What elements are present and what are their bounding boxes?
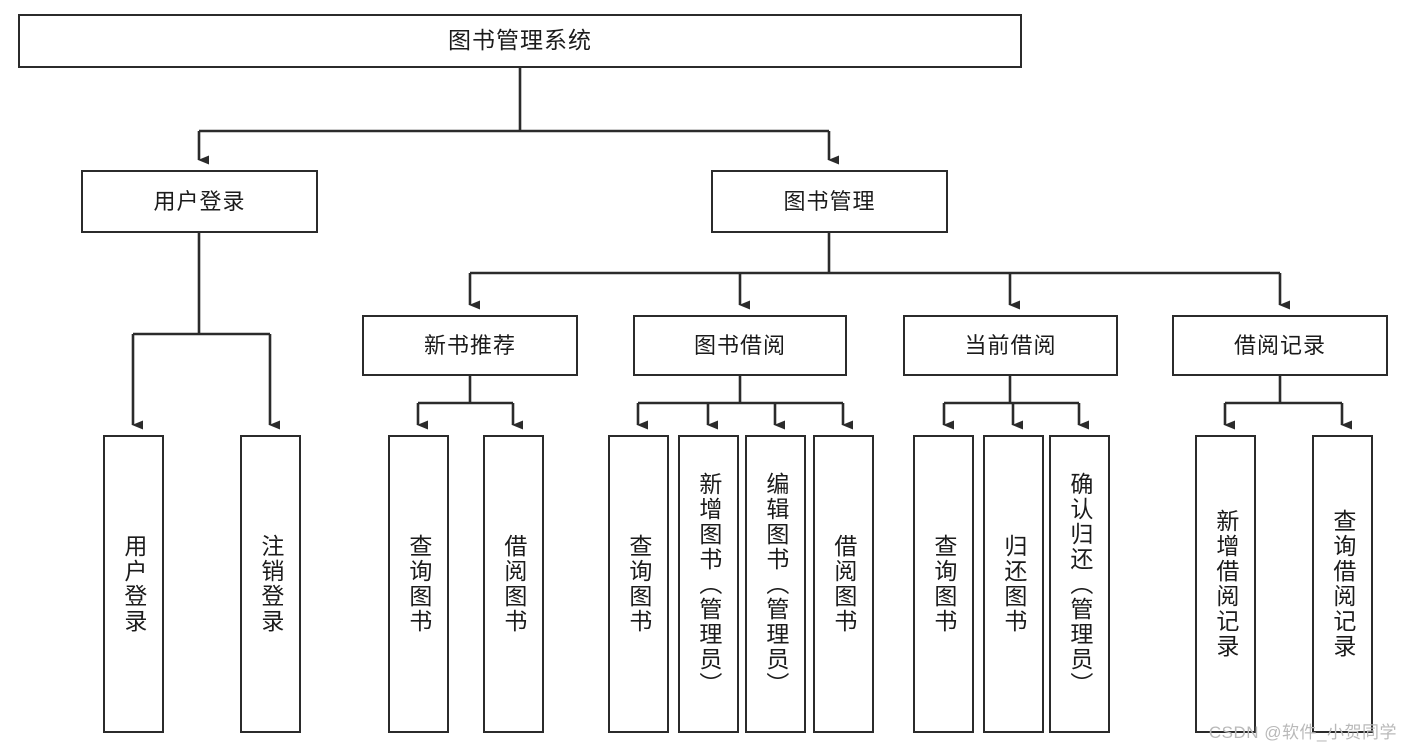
node-book-manage[interactable]: 图书管理 — [711, 170, 948, 233]
node-new-book-rec[interactable]: 新书推荐 — [362, 315, 578, 376]
leaf-confirm-return-label: 确认归还（管理员） — [1066, 471, 1093, 697]
leaf-add-book-label: 新增图书（管理员） — [695, 471, 722, 697]
node-user-login[interactable]: 用户登录 — [81, 170, 318, 233]
leaf-query-book-3[interactable]: 查询图书 — [913, 435, 974, 733]
node-book-borrow[interactable]: 图书借阅 — [633, 315, 847, 376]
node-root[interactable]: 图书管理系统 — [18, 14, 1022, 68]
leaf-user-logout-label: 注销登录 — [257, 534, 284, 634]
leaf-add-record-label: 新增借阅记录 — [1212, 509, 1239, 659]
leaf-borrow-book-1-label: 借阅图书 — [500, 534, 527, 634]
leaf-user-login-label: 用户登录 — [120, 534, 147, 634]
node-user-login-label: 用户登录 — [153, 188, 246, 214]
node-borrow-record[interactable]: 借阅记录 — [1172, 315, 1388, 376]
leaf-query-record-label: 查询借阅记录 — [1329, 509, 1356, 659]
node-current-borrow[interactable]: 当前借阅 — [903, 315, 1118, 376]
node-current-borrow-label: 当前借阅 — [964, 332, 1057, 358]
leaf-borrow-book-2[interactable]: 借阅图书 — [813, 435, 874, 733]
leaf-edit-book[interactable]: 编辑图书（管理员） — [745, 435, 806, 733]
leaf-query-book-2[interactable]: 查询图书 — [608, 435, 669, 733]
node-book-manage-label: 图书管理 — [783, 188, 876, 214]
leaf-borrow-book-1[interactable]: 借阅图书 — [483, 435, 544, 733]
leaf-query-book-1-label: 查询图书 — [405, 534, 432, 634]
leaf-user-logout[interactable]: 注销登录 — [240, 435, 301, 733]
leaf-edit-book-label: 编辑图书（管理员） — [762, 471, 789, 697]
node-book-borrow-label: 图书借阅 — [693, 332, 786, 358]
leaf-return-book[interactable]: 归还图书 — [983, 435, 1044, 733]
leaf-query-book-3-label: 查询图书 — [930, 534, 957, 634]
node-root-label: 图书管理系统 — [448, 27, 592, 54]
leaf-query-book-1[interactable]: 查询图书 — [388, 435, 449, 733]
leaf-query-record[interactable]: 查询借阅记录 — [1312, 435, 1373, 733]
leaf-user-login[interactable]: 用户登录 — [103, 435, 164, 733]
node-new-book-rec-label: 新书推荐 — [423, 332, 516, 358]
leaf-add-record[interactable]: 新增借阅记录 — [1195, 435, 1256, 733]
csdn-watermark: CSDN @软件_小贺同学 — [1208, 723, 1397, 742]
leaf-return-book-label: 归还图书 — [1000, 534, 1027, 634]
leaf-query-book-2-label: 查询图书 — [625, 534, 652, 634]
leaf-confirm-return[interactable]: 确认归还（管理员） — [1049, 435, 1110, 733]
node-borrow-record-label: 借阅记录 — [1233, 332, 1326, 358]
leaf-add-book[interactable]: 新增图书（管理员） — [678, 435, 739, 733]
leaf-borrow-book-2-label: 借阅图书 — [830, 534, 857, 634]
